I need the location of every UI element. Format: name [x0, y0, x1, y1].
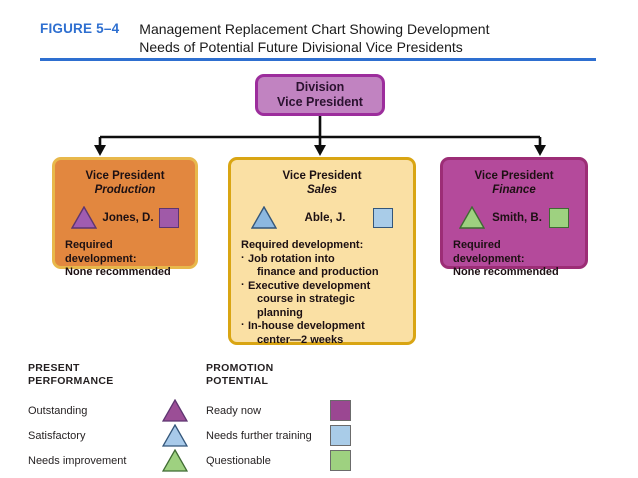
sales-bullet-2-line-3: planning: [257, 306, 303, 319]
sales-bullet-3-line-2: center—2 weeks: [257, 333, 344, 346]
finance-node-header: Vice President Finance: [453, 169, 575, 197]
sales-development-bullet-list: Job rotation into finance and production…: [241, 252, 403, 348]
legend-item-questionable: Questionable: [206, 448, 351, 473]
figure-title-line-2: Needs of Potential Future Divisional Vic…: [139, 39, 463, 55]
list-item: Job rotation into finance and production: [241, 252, 403, 280]
legend-label-outstanding: Outstanding: [28, 404, 88, 417]
division-node-line-2: Vice President: [277, 95, 363, 109]
finance-development-line: None recommended: [453, 266, 559, 278]
legend-potential-heading: PROMOTION POTENTIAL: [206, 362, 351, 387]
triangle-swatch-icon: [162, 399, 188, 422]
finance-person-row: Smith, B.: [459, 206, 569, 229]
production-development-title: Required development:: [65, 239, 137, 265]
production-node-header: Vice President Production: [65, 169, 185, 197]
sales-bullet-1-line-1: Job rotation into: [248, 252, 335, 265]
legend-performance-heading-line-1: PRESENT: [28, 362, 80, 374]
legend-performance-rows: Outstanding Satisfactory Needs improveme…: [28, 398, 188, 473]
legend-potential-heading-line-1: PROMOTION: [206, 362, 274, 374]
production-person-name: Jones, D.: [102, 211, 154, 224]
sales-person-name: Able, J.: [304, 211, 346, 224]
node-division-vice-president[interactable]: Division Vice President: [255, 74, 385, 116]
potential-square-icon: [158, 207, 179, 228]
legend-label-ready-now: Ready now: [206, 404, 262, 417]
triangle-swatch-icon: [162, 424, 188, 447]
production-development-line: None recommended: [65, 266, 171, 278]
legend-item-needs-improvement: Needs improvement: [28, 448, 188, 473]
arrowhead-sales-icon: [314, 145, 326, 156]
header-divider-rule: [40, 58, 596, 61]
sales-development-block: Required development: Job rotation into …: [241, 239, 403, 347]
division-node-title: Division Vice President: [277, 80, 363, 110]
page-title: Management Replacement Chart Showing Dev…: [139, 20, 489, 56]
sales-division-label: Sales: [306, 184, 338, 196]
legend: PRESENT PERFORMANCE Outstanding Satisfac…: [28, 362, 608, 472]
finance-person-name: Smith, B.: [492, 211, 542, 224]
finance-development-block: Required development: None recommended: [453, 239, 575, 280]
division-node-line-1: Division: [295, 80, 345, 94]
square-swatch-icon: [330, 450, 351, 471]
production-role-label: Vice President: [85, 170, 165, 182]
performance-triangle-icon: [251, 206, 277, 229]
arrowhead-finance-icon: [534, 145, 546, 156]
sales-development-title: Required development:: [241, 239, 364, 251]
square-swatch-icon: [330, 425, 351, 446]
potential-square-icon: [373, 207, 393, 228]
legend-label-needs-further-training: Needs further training: [206, 429, 312, 442]
legend-item-satisfactory: Satisfactory: [28, 423, 188, 448]
sales-role-label: Vice President: [282, 170, 362, 182]
performance-triangle-icon: [71, 206, 97, 229]
legend-present-performance: PRESENT PERFORMANCE Outstanding Satisfac…: [28, 362, 188, 473]
node-vice-president-production[interactable]: Vice President Production Jones, D. Requ…: [52, 157, 198, 278]
finance-role-label: Vice President: [474, 170, 554, 182]
legend-performance-heading: PRESENT PERFORMANCE: [28, 362, 188, 387]
org-chart: Division Vice President Vice President P…: [0, 0, 638, 360]
legend-label-satisfactory: Satisfactory: [28, 429, 86, 442]
production-development-block: Required development: None recommended: [65, 239, 185, 280]
legend-label-questionable: Questionable: [206, 454, 271, 467]
legend-label-needs-improvement: Needs improvement: [28, 454, 127, 467]
sales-bullet-2-line-2: course in strategic: [257, 293, 355, 305]
square-swatch-icon: [330, 400, 351, 421]
legend-item-needs-further-training: Needs further training: [206, 423, 351, 448]
legend-potential-rows: Ready now Needs further training Questio…: [206, 398, 351, 473]
finance-division-label: Finance: [492, 184, 536, 196]
sales-bullet-1-line-2: finance and production: [257, 266, 379, 278]
production-person-row: Jones, D.: [71, 206, 179, 229]
list-item: Executive development course in strategi…: [241, 279, 403, 321]
legend-promotion-potential: PROMOTION POTENTIAL Ready now Needs furt…: [206, 362, 351, 473]
figure-number: FIGURE 5–4: [40, 21, 120, 36]
finance-development-title: Required development:: [453, 239, 525, 265]
figure-header: FIGURE 5–4 Management Replacement Chart …: [40, 20, 598, 56]
legend-item-ready-now: Ready now: [206, 398, 351, 423]
potential-square-icon: [549, 207, 569, 228]
sales-person-row: Able, J.: [251, 206, 393, 229]
sales-node-header: Vice President Sales: [241, 169, 403, 197]
performance-triangle-icon: [459, 206, 485, 229]
sales-bullet-2-line-1: Executive development: [248, 279, 371, 292]
legend-performance-heading-line-2: PERFORMANCE: [28, 374, 114, 387]
legend-item-outstanding: Outstanding: [28, 398, 188, 423]
sales-bullet-3-line-1: In-house development: [248, 320, 365, 332]
figure-title-line-1: Management Replacement Chart Showing Dev…: [139, 21, 490, 37]
production-division-label: Production: [94, 184, 156, 196]
triangle-swatch-icon: [162, 449, 188, 472]
node-vice-president-sales[interactable]: Vice President Sales Able, J. Required d…: [228, 157, 416, 347]
list-item: In-house development center—2 weeks: [241, 319, 403, 347]
node-vice-president-finance[interactable]: Vice President Finance Smith, B. Require…: [440, 157, 588, 278]
arrowhead-production-icon: [94, 145, 106, 156]
legend-potential-heading-line-2: POTENTIAL: [206, 374, 269, 387]
